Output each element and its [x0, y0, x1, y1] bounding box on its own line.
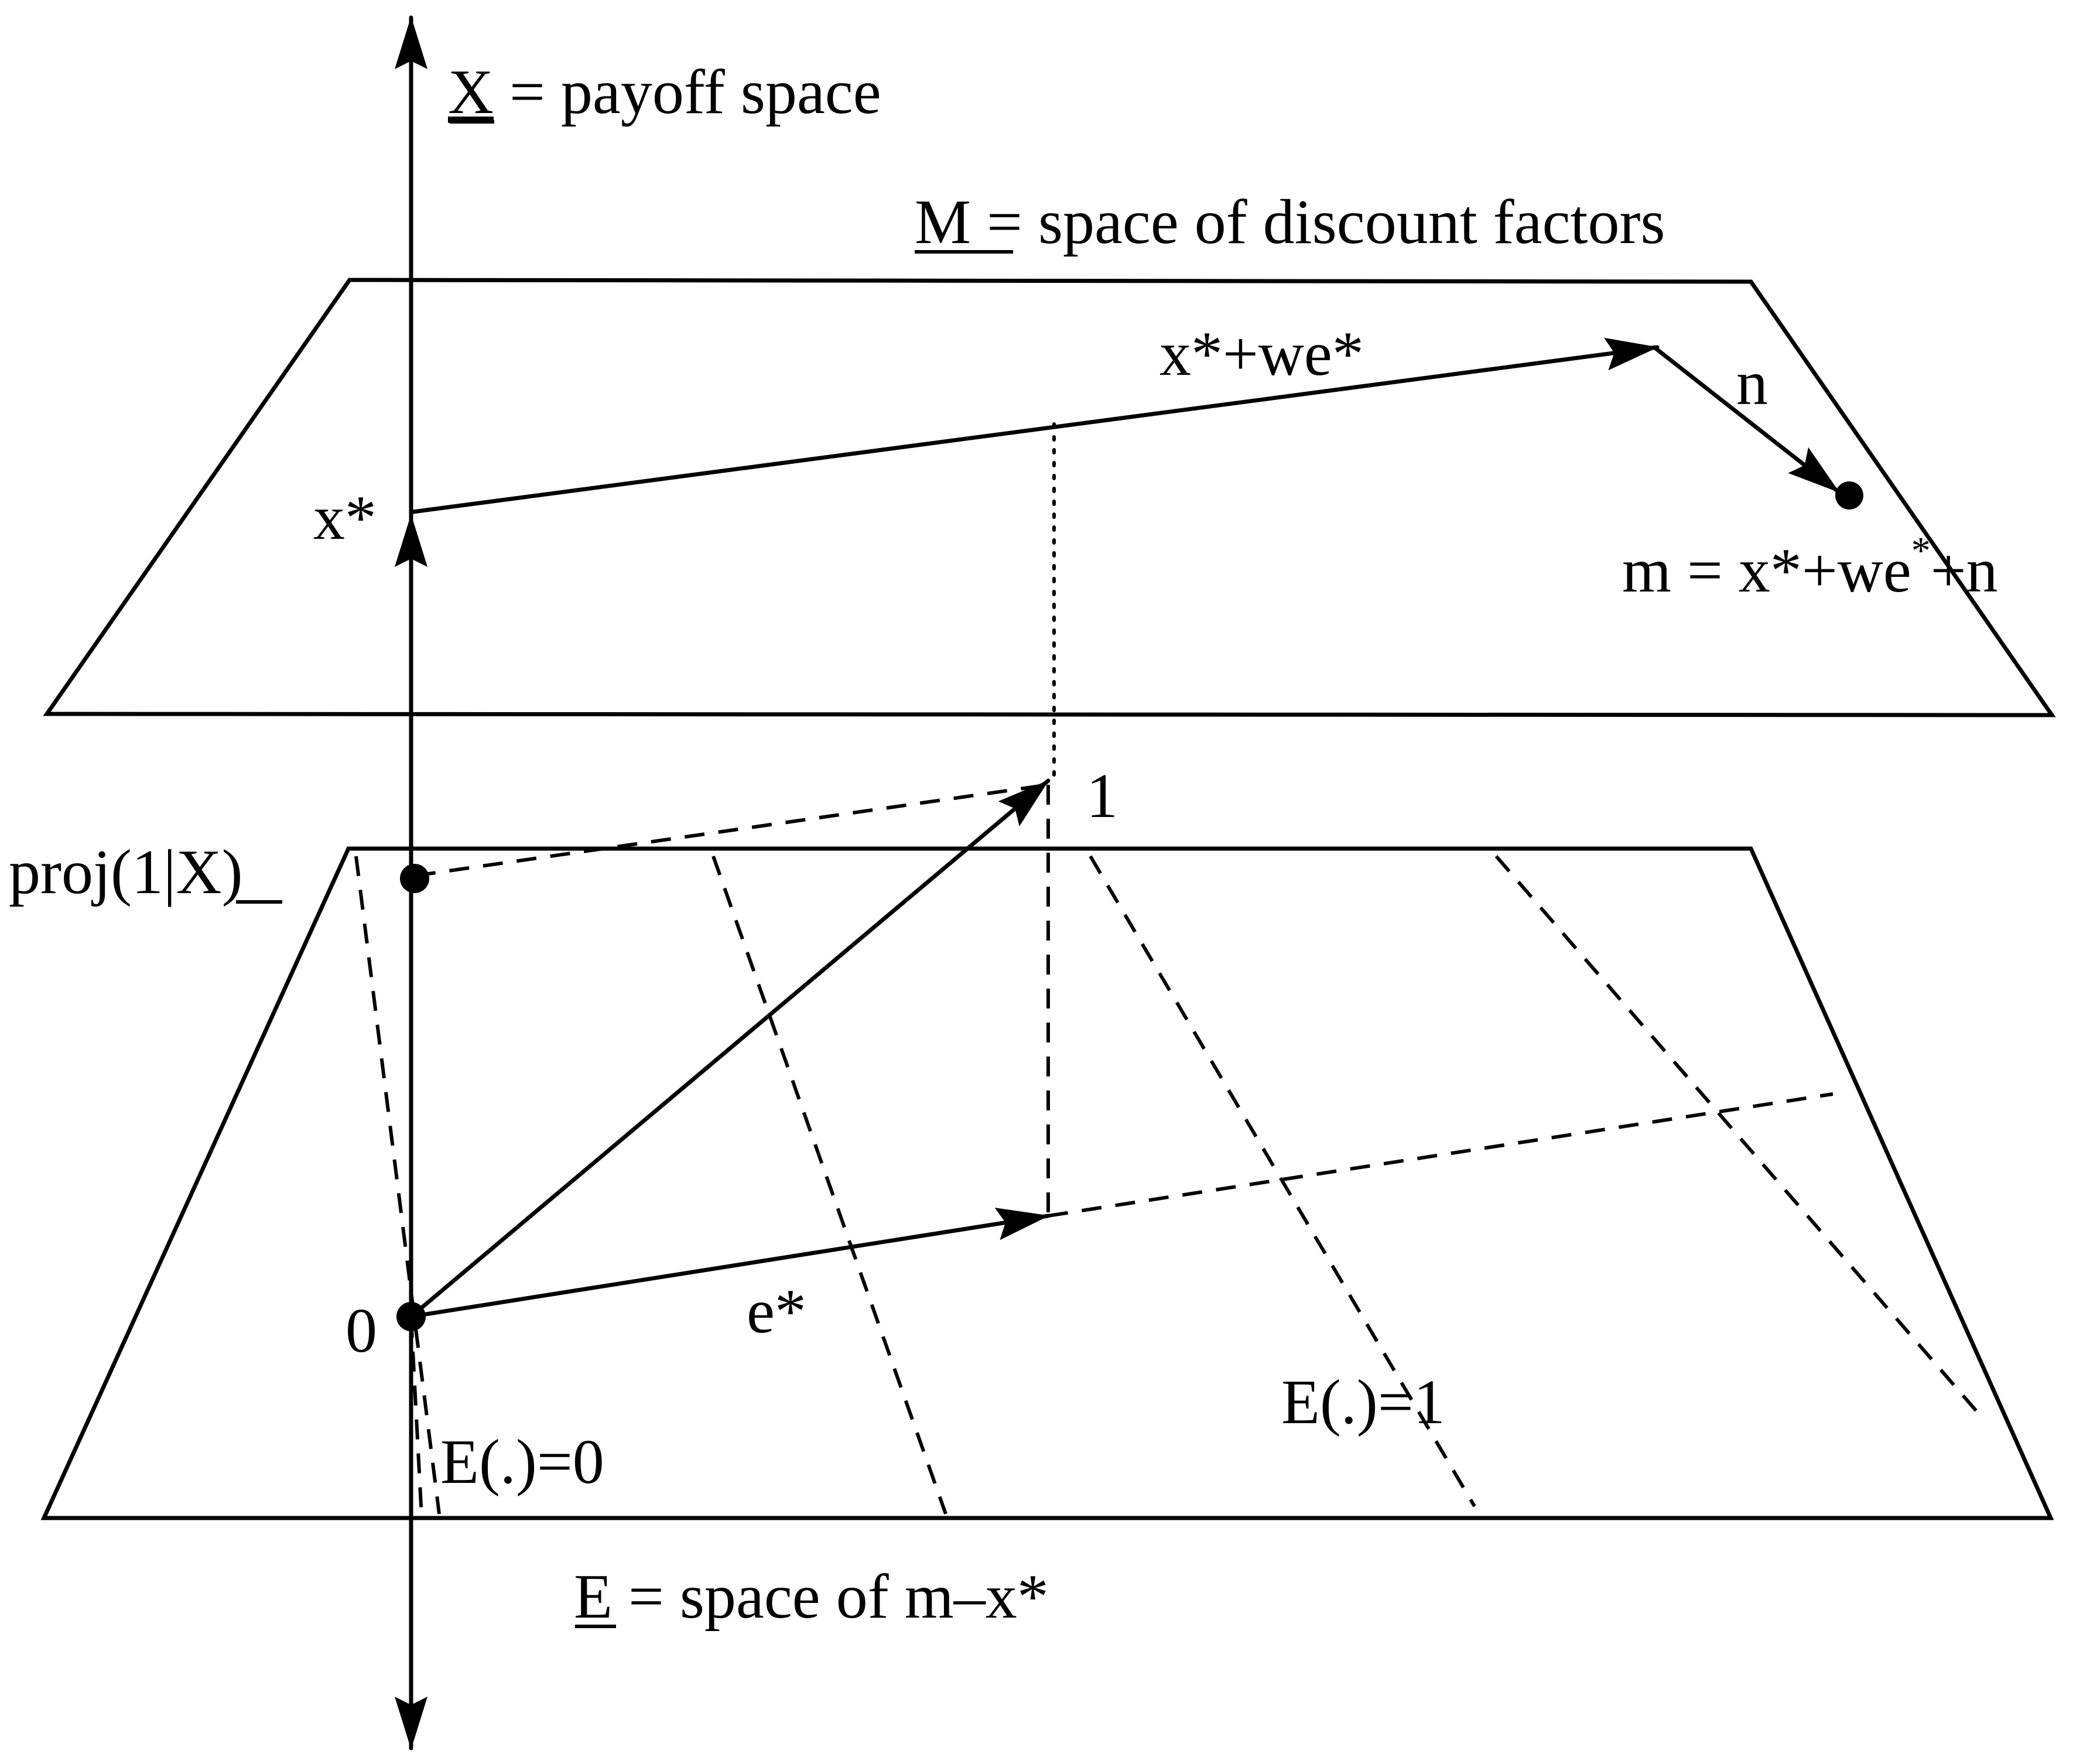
- label-e-eq-1: E(.)=1: [1281, 1368, 1445, 1437]
- label-e-eq-0: E(.)=0: [440, 1427, 604, 1497]
- label-payoff-space: X = payoff space: [448, 57, 881, 127]
- label-one: 1: [1086, 761, 1118, 831]
- vector-x-star-we-star: [410, 337, 1660, 514]
- dashed-e-level-1: [1089, 855, 1476, 1507]
- label-m-equation: m = x*+we*+n: [1622, 529, 1998, 606]
- label-n: n: [1736, 348, 1768, 418]
- vector-to-one: [409, 778, 1051, 1319]
- label-x-star-we-star: x*+we*: [1159, 319, 1364, 389]
- point-origin: [396, 1302, 426, 1331]
- label-x-star: x*: [313, 483, 377, 553]
- vector-n: [1652, 345, 1841, 494]
- dashed-e-level-a: [711, 856, 947, 1515]
- point-m: [1835, 481, 1863, 510]
- label-proj: proj(1|X): [9, 837, 243, 907]
- label-e-star: e*: [747, 1277, 806, 1346]
- vector-e-star: [409, 1208, 1051, 1319]
- upper-plane-m: [43, 278, 2056, 717]
- label-zero: 0: [345, 1296, 377, 1366]
- dashed-proj-to-one: [415, 783, 1049, 877]
- label-discount-factor-space: M = space of discount factors: [915, 187, 1665, 257]
- point-proj: [400, 864, 429, 893]
- label-e-space: E = space of m–x*: [574, 1562, 1049, 1632]
- dashed-e-level-0: [354, 856, 441, 1515]
- dashed-e-star-extension: [1048, 1092, 1833, 1218]
- dashed-e-level-b: [1494, 855, 1981, 1416]
- lower-plane-e: [40, 846, 2054, 1520]
